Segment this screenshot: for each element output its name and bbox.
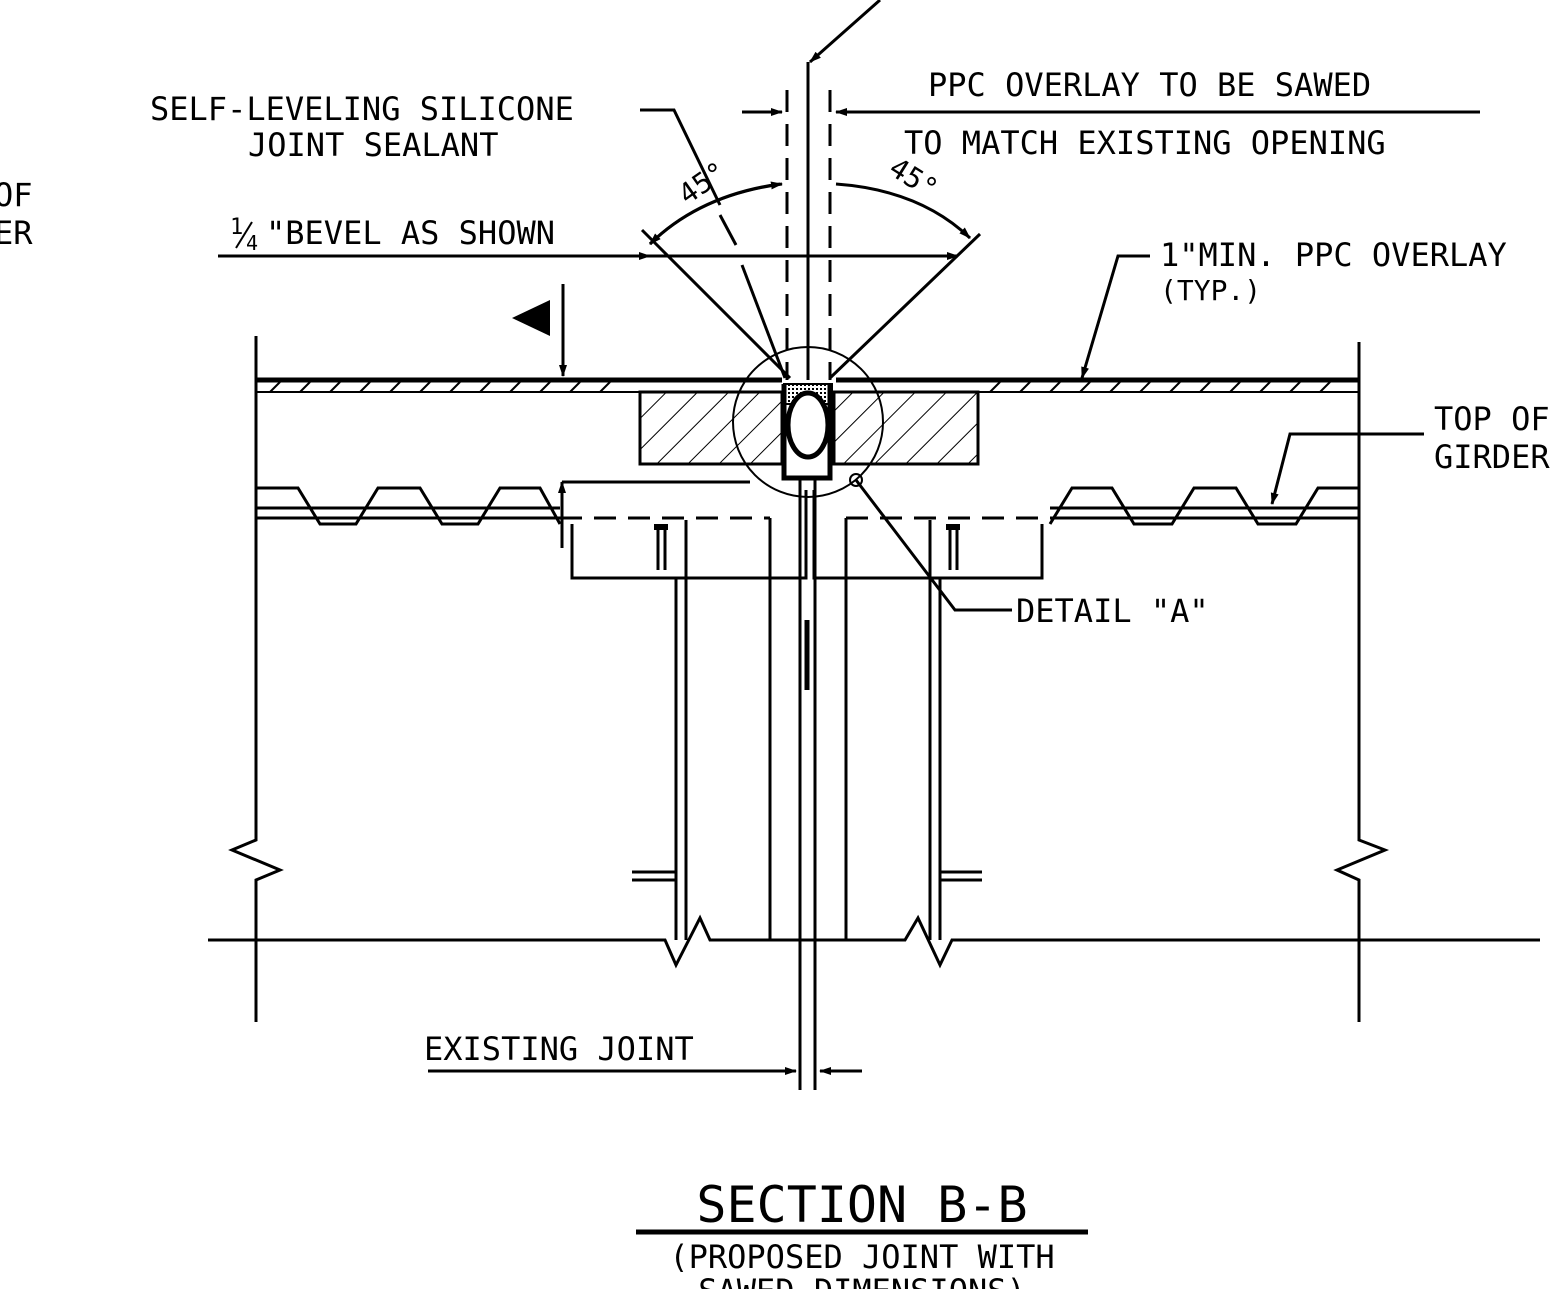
sealant-label-line1: SELF-LEVELING SILICONE [150,90,574,128]
header-blocks [638,390,980,466]
detail-a-label: DETAIL "A" [1016,592,1209,630]
ppc-sawed-line1: PPC OVERLAY TO BE SAWED [928,66,1371,104]
girder-webs [632,478,982,1090]
bevel-fraction-num: 1 [230,215,243,240]
section-marker [512,284,567,377]
section-title: SECTION B-B [696,1176,1027,1234]
top-leader [809,0,881,64]
overlay-surface [256,377,1359,393]
cut-left-label-line2: ER [0,214,33,252]
section-subtitle-line2: SAWED DIMENSIONS) [698,1272,1026,1289]
bevel-fraction-den: 4 [246,231,258,255]
angle-left-label: 45° [672,155,732,211]
existing-joint-label: EXISTING JOINT [424,1030,694,1068]
ppc-sawed-line2: TO MATCH EXISTING OPENING [904,124,1386,162]
shear-studs [654,524,960,570]
bottom-break-line [208,914,1540,969]
sealant-leader [640,108,722,206]
sealant-label-line2: JOINT SEALANT [248,126,498,164]
overlay-label-line1: 1"MIN. PPC OVERLAY [1160,236,1507,274]
top-girder-label-line1: TOP OF [1434,400,1550,438]
section-subtitle-line1: (PROPOSED JOINT WITH [669,1238,1054,1276]
joint-seal [781,383,833,481]
overlay-leader [1080,254,1150,379]
joint-opening-lines [785,62,832,380]
girder-flanges [560,490,1050,580]
top-girder-leader [1270,432,1424,505]
bevel-fraction-bar [235,221,253,249]
top-girder-label-line2: GIRDER [1434,438,1550,476]
cut-left-label-line1: OF [0,176,33,214]
bevel-label: "BEVEL AS SHOWN [266,214,555,252]
bevel-arcs [640,181,982,380]
outer-edges [228,336,1390,1022]
deck-flutes [256,480,1359,548]
detail-a-circle [732,346,1012,612]
overlay-label-line2: (TYP.) [1160,274,1261,307]
